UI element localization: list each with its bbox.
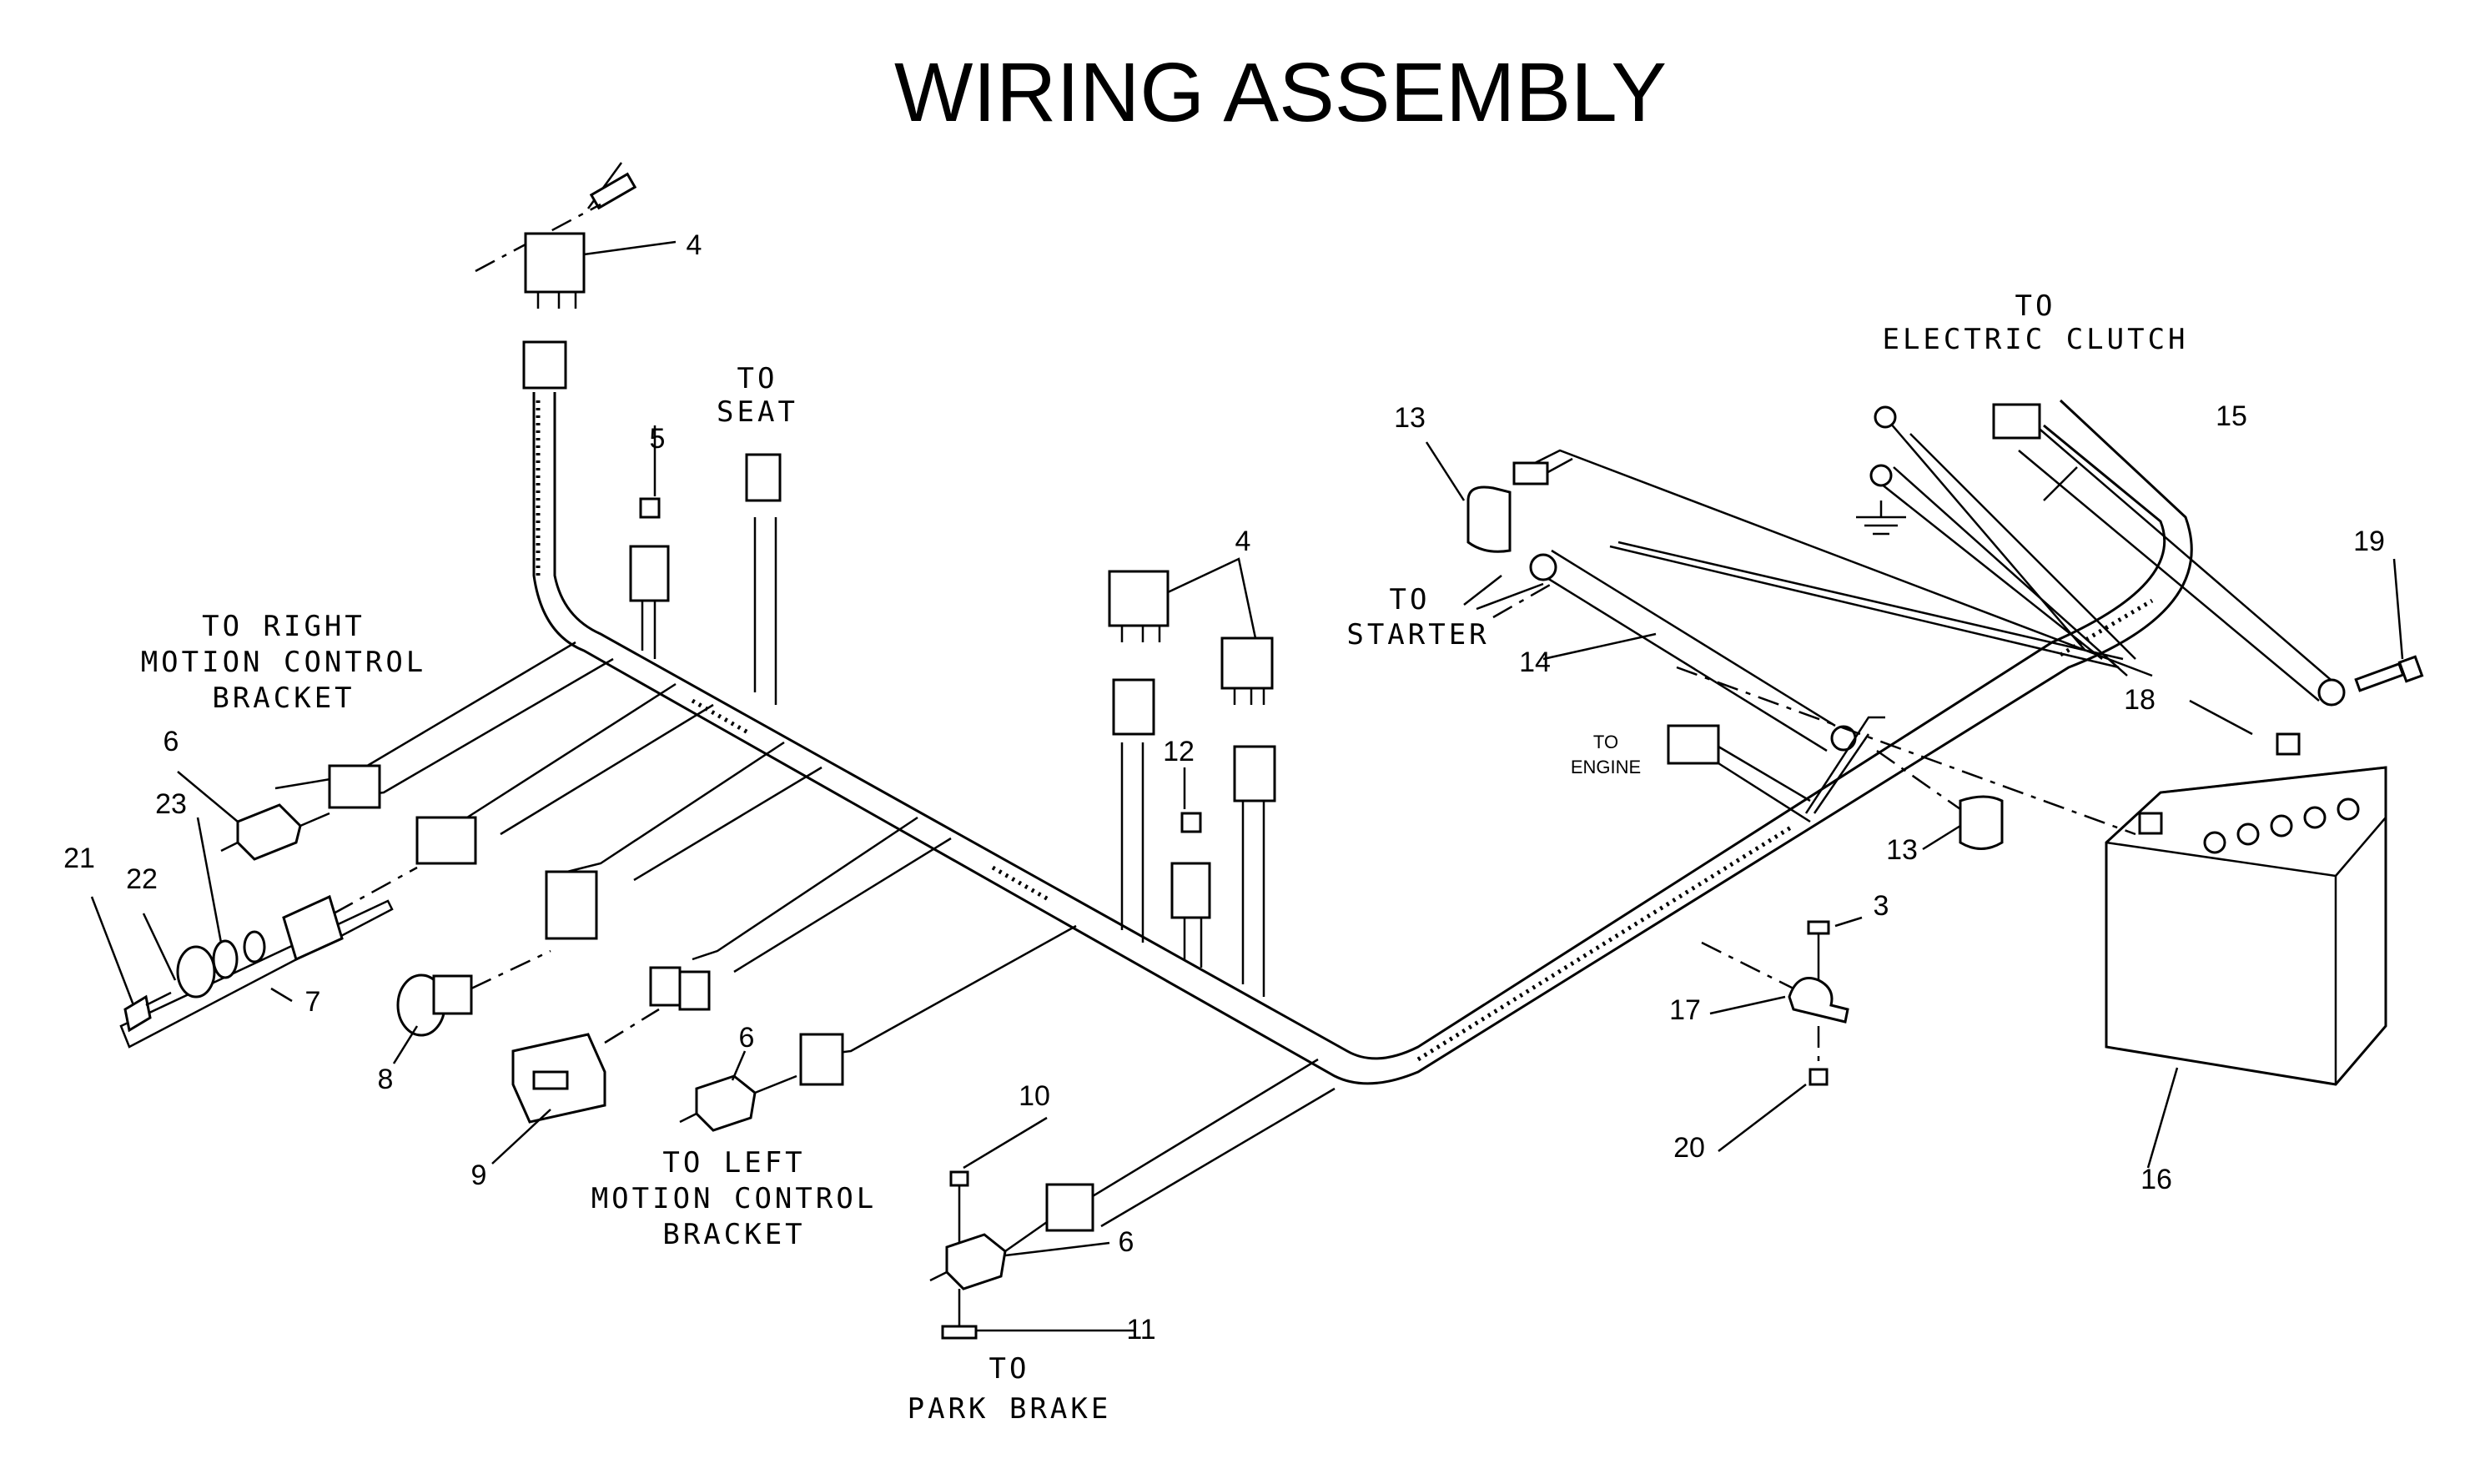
label-to-engine-line1: TO (1593, 732, 1618, 752)
switch-6-right (220, 803, 330, 861)
callouts: 4 5 4 13 15 19 14 18 12 6 23 21 22 7 8 9… (63, 229, 2385, 1346)
label-to-park-brake-line1: TO (989, 1352, 1030, 1386)
bezel-22 (176, 945, 216, 999)
label-to-seat-line2: SEAT (717, 395, 798, 429)
connector-electric-clutch (1992, 403, 2041, 440)
callout-11: 11 (1126, 1314, 1155, 1346)
branch-engine (1667, 716, 2004, 850)
relay-4-right (1220, 636, 1274, 690)
starter-cables (1466, 403, 2346, 752)
battery (1676, 666, 2387, 1086)
callout-8: 8 (378, 1064, 394, 1095)
callout-9: 9 (471, 1160, 487, 1191)
hour-meter-9 (511, 1008, 660, 1124)
connector-engine (1667, 724, 1720, 765)
callout-19: 19 (2353, 526, 2385, 557)
boot-13-bottom (1959, 795, 2004, 850)
callout-6-park: 6 (1119, 1226, 1134, 1258)
boot-13-top (1466, 485, 1512, 553)
callout-16: 16 (2140, 1164, 2172, 1195)
ignition-group (119, 866, 418, 1049)
main-harness (532, 392, 2193, 1085)
callout-7: 7 (305, 986, 321, 1018)
vertical-branches (522, 340, 1276, 997)
callout-5: 5 (650, 423, 666, 455)
callout-17: 17 (1669, 994, 1701, 1026)
callout-4-middle: 4 (1235, 526, 1251, 557)
callout-13-bottom: 13 (1886, 834, 1918, 866)
bracket-11 (941, 1325, 978, 1340)
callout-18: 18 (2124, 684, 2156, 716)
nut-23 (212, 939, 239, 979)
label-to-left-motion-line2: MOTION CONTROL (591, 1182, 878, 1215)
nut-20 (1808, 1068, 1829, 1086)
branch-right-motion (274, 641, 614, 809)
label-to-clutch-line2: ELECTRIC CLUTCH (1882, 323, 2188, 356)
callout-22: 22 (126, 863, 158, 895)
label-to-starter-line2: STARTER (1346, 618, 1489, 651)
branch-ignition (415, 682, 714, 865)
label-to-clutch-line1: TO (2015, 289, 2056, 323)
callout-13-top: 13 (1394, 402, 1426, 434)
callout-21: 21 (63, 843, 95, 874)
callout-23: 23 (155, 788, 187, 820)
switch-6-left (679, 1074, 797, 1132)
terminal-clutch (1512, 461, 1549, 485)
branch-left-motion (799, 924, 1336, 1232)
label-to-right-motion-line1: TO RIGHT (202, 610, 365, 643)
callout-12: 12 (1163, 736, 1195, 767)
key-21 (123, 994, 152, 1033)
lamp-8 (396, 949, 551, 1037)
label-to-right-motion-line3: BRACKET (212, 682, 355, 715)
connector-top-relay (522, 340, 567, 390)
connector-seat (745, 453, 782, 502)
label-to-left-motion-line1: TO LEFT (662, 1146, 805, 1180)
connector-relay-4a (1112, 678, 1155, 736)
callout-6-right: 6 (163, 726, 179, 757)
label-to-left-motion-line3: BRACKET (662, 1218, 805, 1251)
fuse-12 (1180, 812, 1202, 833)
connector-relay-4b (1233, 745, 1276, 802)
label-to-park-brake-line2: PARK BRAKE (908, 1392, 1112, 1426)
leader-lines (90, 240, 2404, 1332)
bolt-3 (1807, 920, 1830, 935)
connector-right-motion (328, 764, 381, 809)
relay-4-left (1108, 570, 1170, 627)
callout-15: 15 (2216, 400, 2247, 432)
clamp-17 (1788, 977, 1849, 1024)
label-to-right-motion-line2: MOTION CONTROL (141, 646, 427, 679)
label-to-starter-line1: TO (1390, 583, 1431, 616)
ignition-switch (282, 894, 344, 962)
fuse-holder-5 (629, 545, 670, 602)
callout-4-top: 4 (687, 229, 702, 261)
screw-10 (949, 1170, 969, 1187)
label-to-engine-line2: ENGINE (1571, 757, 1641, 777)
callout-3: 3 (1874, 890, 1889, 922)
callout-14: 14 (1519, 646, 1551, 678)
diagram-title: WIRING ASSEMBLY (894, 46, 1667, 139)
switch-6-park (929, 1170, 1048, 1340)
fuse-5 (639, 497, 661, 519)
fuse-holder-12 (1170, 862, 1211, 919)
clamp-assembly (1701, 920, 1849, 1086)
relay-4-top (524, 232, 586, 294)
callout-10: 10 (1019, 1080, 1050, 1112)
callout-20: 20 (1673, 1132, 1705, 1164)
branch-lamp (545, 741, 952, 1011)
label-to-seat-line1: TO (737, 362, 778, 395)
relay-top (475, 162, 637, 309)
relay-middle (1108, 570, 1274, 705)
bolt-19 (2354, 655, 2424, 692)
destination-labels: TO SEAT TO ELECTRIC CLUTCH TO RIGHT MOTI… (141, 289, 2188, 1426)
callout-6-left: 6 (739, 1022, 755, 1054)
